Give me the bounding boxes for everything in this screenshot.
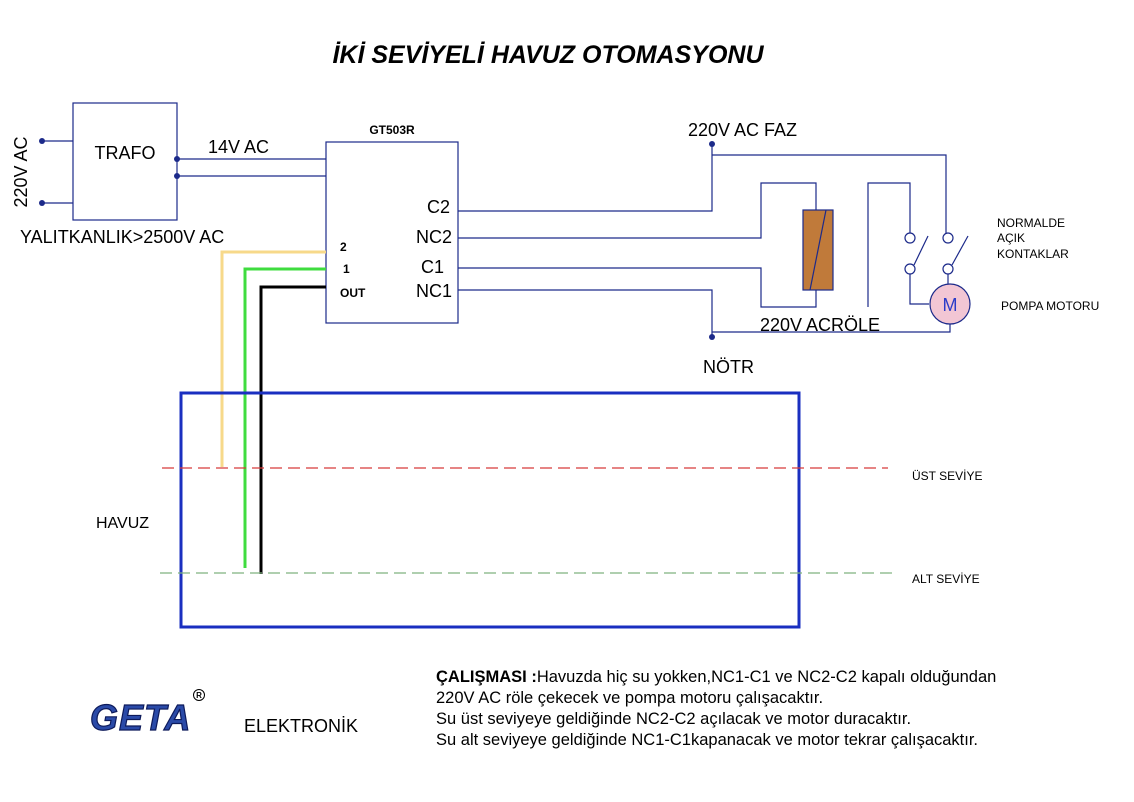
operation-description: ÇALIŞMASI :Havuzda hiç su yokken,NC1-C1 … <box>436 667 1116 751</box>
pool: HAVUZ ÜST SEVİYE ALT SEVİYE <box>96 391 982 629</box>
wire-contact-left-motor <box>909 274 929 305</box>
transformer-input-label: 220V AC <box>11 136 31 207</box>
pool-label: HAVUZ <box>96 515 149 532</box>
neutral-terminal <box>709 334 715 340</box>
motor-symbol: M <box>943 295 958 315</box>
output-wiring <box>458 144 951 337</box>
controller-output-c2: C2 <box>427 197 450 217</box>
wire-c1-relay <box>458 267 817 308</box>
controller-input-2: 2 <box>340 240 347 254</box>
relay-coil-stroke <box>809 209 827 291</box>
isolation-label: YALITKANLIK>2500V AC <box>20 227 224 247</box>
neutral-label: NÖTR <box>703 357 754 377</box>
brand-logo: GETA R ELEKTRONİK <box>89 689 358 739</box>
contacts: NORMALDE AÇIK KONTAKLAR <box>904 216 1069 275</box>
wire-nc2-relay <box>458 182 817 239</box>
brand-subtitle: ELEKTRONİK <box>244 716 358 736</box>
transformer: TRAFO 220V AC YALITKANLIK>2500V AC 14V A… <box>11 102 326 247</box>
motor-icon <box>929 283 971 325</box>
controller-box <box>325 141 459 324</box>
operation-line-1: ÇALIŞMASI :Havuzda hiç su yokken,NC1-C1 … <box>436 667 1116 688</box>
controller-output-nc1: NC1 <box>416 281 452 301</box>
phase-label: 220V AC FAZ <box>688 120 797 140</box>
operation-text-1: Havuzda hiç su yokken,NC1-C1 ve NC2-C2 k… <box>536 668 997 686</box>
transformer-input-terminal-bottom <box>39 200 45 206</box>
diagram-title: İKİ SEVİYELİ HAVUZ OTOMASYONU <box>332 41 764 69</box>
phase-terminal <box>709 141 715 147</box>
contact-left-bottom <box>904 263 916 275</box>
registered-icon <box>193 689 205 701</box>
contact-left-blade <box>913 235 929 266</box>
transformer-input-terminal-top <box>39 138 45 144</box>
operation-line-2: 220V AC röle çekecek ve pompa motoru çal… <box>436 689 824 707</box>
pool-outline <box>179 391 801 629</box>
controller-input-out: OUT <box>340 286 366 300</box>
wire-nc1-neutral <box>458 289 713 337</box>
transformer-box <box>72 102 178 221</box>
lower-level-label: ALT SEVİYE <box>912 572 980 586</box>
logo-text: GETA <box>90 697 191 738</box>
wire-neutral-motor <box>712 324 951 333</box>
contact-right-top <box>942 232 954 244</box>
upper-level-label: ÜST SEVİYE <box>912 469 982 483</box>
controller-input-1: 1 <box>343 262 350 276</box>
motor-label: POMPA MOTORU <box>1001 299 1099 313</box>
relay: 220V ACRÖLE <box>760 209 880 335</box>
relay-label: 220V ACRÖLE <box>760 315 880 335</box>
probe-wire-out <box>259 285 326 574</box>
controller: GT503R 2 1 OUT C2 NC2 C1 NC1 <box>325 123 459 324</box>
registered-mark: R <box>196 691 202 700</box>
transformer-name: TRAFO <box>95 143 156 163</box>
wire-phase-bus <box>712 154 947 238</box>
operation-line-3: Su üst seviyeye geldiğinde NC2-C2 açılac… <box>436 710 912 728</box>
probe-wire-2 <box>220 250 326 467</box>
probe-wire-1 <box>243 267 326 568</box>
secondary-terminal-bottom <box>174 173 180 179</box>
operation-heading: ÇALIŞMASI : <box>436 668 537 686</box>
operation-line-4: Su alt seviyeye geldiğinde NC1-C1kapanac… <box>436 731 979 749</box>
contact-right-bottom <box>942 263 954 275</box>
secondary-voltage-label: 14V AC <box>208 137 269 157</box>
contact-right-blade <box>951 235 969 266</box>
contact-left-top <box>904 232 916 244</box>
contacts-label-line-2: AÇIK <box>997 231 1025 245</box>
contacts-label-line-3: KONTAKLAR <box>997 247 1069 261</box>
controller-output-c1: C1 <box>421 257 444 277</box>
wire-relay-contact-left <box>867 182 911 307</box>
wire-c2-phase <box>458 144 713 212</box>
contacts-label-line-1: NORMALDE <box>997 216 1065 230</box>
controller-model: GT503R <box>369 123 415 137</box>
pump-motor: M POMPA MOTORU <box>929 283 1099 325</box>
controller-output-nc2: NC2 <box>416 227 452 247</box>
secondary-terminal-top <box>174 156 180 162</box>
